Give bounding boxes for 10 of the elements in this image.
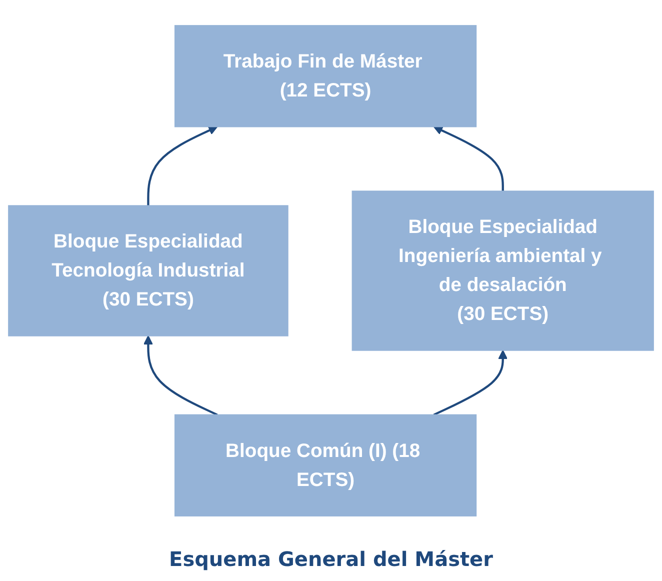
node-box xyxy=(174,414,477,516)
arrow xyxy=(147,126,218,206)
node-box xyxy=(174,24,477,127)
node-box xyxy=(8,204,288,336)
node-box xyxy=(352,190,654,351)
arrow xyxy=(433,350,508,416)
diagram-caption: Esquema General del Máster xyxy=(169,547,493,571)
arrow xyxy=(433,126,504,191)
flowchart: Trabajo Fin de Máster (12 ECTS) Bloque Especialidad Tecnología Industrial (30 ECTS) Bloque Especialidad Ingeniería ambiental y de desalación (30 ECTS) Bloque Común (I) (18 ECTS) xyxy=(0,16,662,524)
arrow xyxy=(143,335,218,416)
